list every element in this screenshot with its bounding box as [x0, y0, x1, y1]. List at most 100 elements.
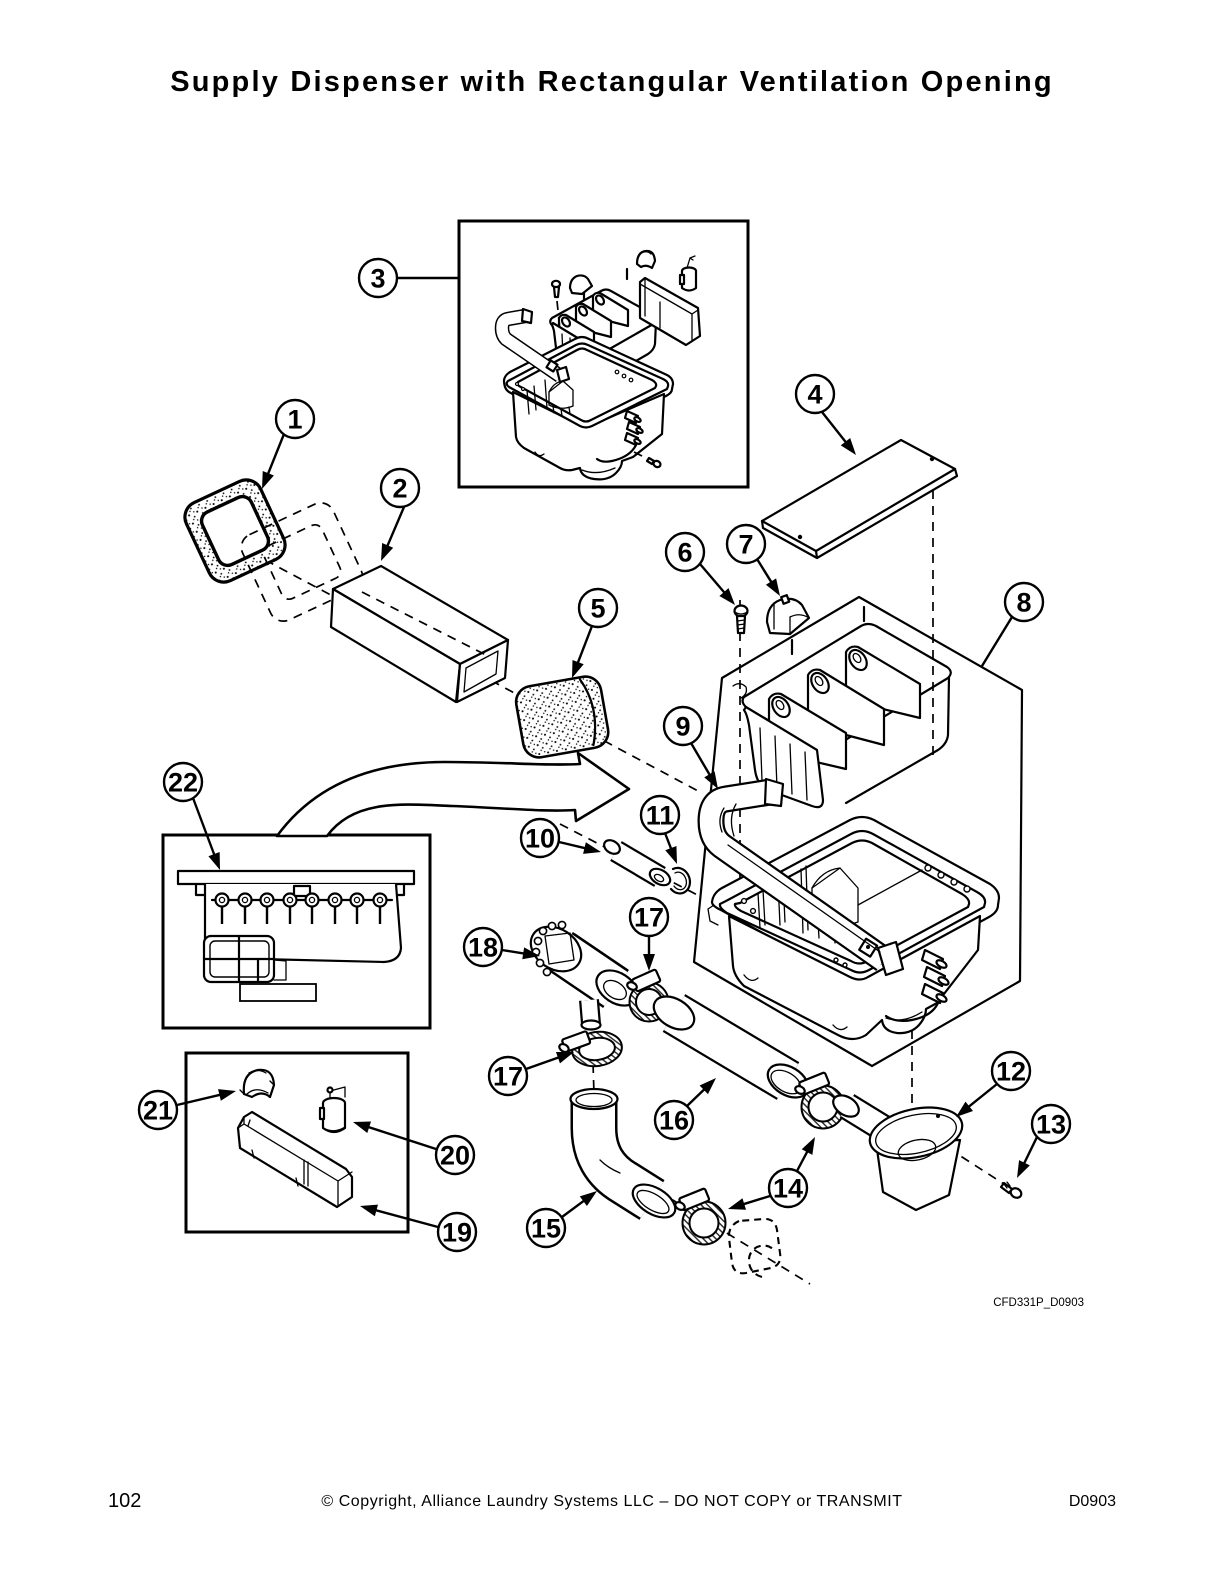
figure-code: CFD331P_D0903 [993, 1297, 1084, 1309]
leader-arrowhead [218, 1089, 236, 1101]
leader-line [964, 1083, 998, 1111]
callout-circle [1003, 581, 1045, 623]
page-number: 102 [108, 1490, 142, 1512]
callout-circle [274, 398, 316, 440]
part-4-cover-panel [760, 438, 959, 560]
callout-circle [462, 926, 504, 968]
leader-line [575, 625, 594, 668]
leader-line [525, 1054, 564, 1071]
callout-7: 7 [725, 523, 780, 596]
part-21-saddle [239, 1068, 276, 1099]
callout-number: 14 [773, 1174, 803, 1204]
callout-circle [434, 1134, 476, 1176]
ventilation-opening-ghost [240, 502, 364, 622]
callout-circle [767, 1167, 809, 1209]
callout-17: 17 [628, 896, 670, 971]
callout-circle [628, 896, 670, 938]
part-19-siphon-tray [236, 1110, 354, 1209]
leader-line [558, 840, 590, 851]
leader-line [980, 616, 1014, 667]
inset-box-3 [457, 219, 750, 489]
leader-arrowhead [665, 845, 677, 864]
leader-arrowhead [699, 1078, 716, 1095]
callout-number: 5 [590, 594, 605, 624]
swoosh-arrow [275, 751, 631, 838]
callout-circle [794, 373, 836, 415]
callout-1: 1 [262, 398, 316, 489]
part-13-screw [999, 1181, 1023, 1199]
callout-number: 4 [807, 380, 822, 410]
callout-circle [990, 1050, 1032, 1092]
callout-number: 19 [442, 1218, 472, 1248]
leader-arrowhead [555, 1052, 574, 1064]
callout-17: 17 [487, 1052, 574, 1097]
callout-number: 16 [659, 1106, 689, 1136]
part-1-gasket [183, 478, 287, 584]
overflow-hose-ghost [727, 1217, 782, 1279]
leader-arrowhead [643, 954, 655, 971]
front-view-dispenser [176, 869, 416, 1002]
part-14-hose-clamp-lower [674, 1187, 727, 1246]
callout-circle [662, 705, 704, 747]
part-20-check-valve [318, 1086, 347, 1134]
callout-number: 13 [1036, 1110, 1066, 1140]
callout-10: 10 [519, 817, 601, 859]
part-12-drain-cup [832, 1094, 964, 1212]
callout-number: 7 [738, 530, 753, 560]
callout-21: 21 [137, 1089, 236, 1131]
callout-22: 22 [162, 761, 220, 870]
callout-4: 4 [794, 373, 856, 455]
callout-20: 20 [353, 1121, 476, 1176]
leader-arrowhead [572, 659, 584, 678]
callout-number: 8 [1016, 588, 1031, 618]
callout-15: 15 [525, 1191, 597, 1249]
callout-9: 9 [662, 705, 718, 789]
callout-number: 1 [287, 405, 302, 435]
leader-line [739, 1194, 771, 1207]
leader-line [384, 506, 406, 551]
callout-number: 12 [996, 1057, 1026, 1087]
leader-arrowhead [262, 470, 274, 489]
alignment-dashed-line-screw13 [947, 1147, 1005, 1185]
part-10-nipple [603, 839, 672, 887]
leader-arrowhead [1017, 1160, 1030, 1178]
callout-circle [487, 1055, 529, 1097]
leader-arrowhead [765, 578, 780, 596]
callout-number: 20 [440, 1141, 470, 1171]
callout-11: 11 [639, 794, 681, 864]
callout-circle [664, 531, 706, 573]
inset-box-19 [184, 1051, 410, 1234]
callout-6: 6 [664, 531, 735, 605]
leader-arrowhead [840, 437, 856, 455]
leader-arrowhead [360, 1204, 378, 1217]
leader-line [364, 1124, 437, 1151]
leader-arrowhead [704, 771, 718, 789]
leader-line [755, 558, 775, 587]
leader-line [561, 1197, 589, 1218]
inset-box-22 [161, 833, 432, 1030]
callout-number: 3 [370, 264, 385, 294]
leader-arrowhead [801, 1137, 815, 1155]
inset-side-wall [638, 276, 702, 347]
callout-number: 9 [675, 712, 690, 742]
doc-code: D0903 [1068, 1493, 1116, 1510]
callout-16: 16 [653, 1078, 716, 1141]
inset-handle [494, 307, 571, 384]
leader-line [176, 1092, 225, 1107]
alignment-dashed-line-elbow [591, 1031, 595, 1095]
part-6-screw [733, 604, 749, 635]
part-5-foam-filter [514, 675, 610, 759]
callout-circle [357, 257, 399, 299]
callout-circle [577, 587, 619, 629]
leader-arrowhead [579, 1191, 597, 1206]
callout-circle [525, 1207, 567, 1249]
part-7-latch-cap [765, 594, 811, 636]
callout-number: 17 [634, 903, 664, 933]
callout-circle [653, 1099, 695, 1141]
callout-number: 6 [677, 538, 692, 568]
callout-circle [162, 761, 204, 803]
leader-line [191, 797, 217, 860]
leader-line [265, 433, 286, 479]
